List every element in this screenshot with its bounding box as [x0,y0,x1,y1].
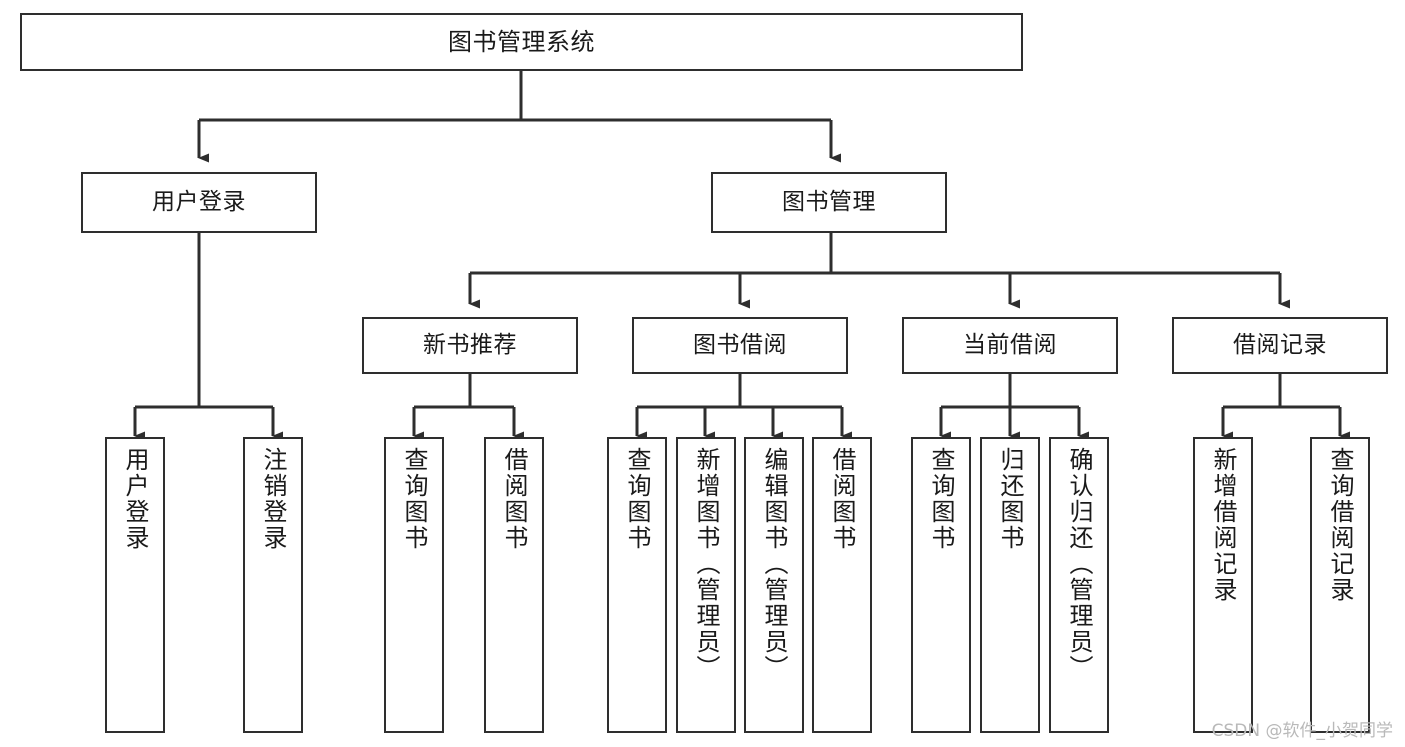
node-label: 当前借阅 [963,331,1057,358]
node-label: 查询图书 [927,447,955,551]
node-label: 借阅图书 [500,447,528,551]
node-leaf-edit-book-admin[interactable]: 编辑图书（管理员） [744,437,804,733]
node-label: 查询借阅记录 [1326,447,1354,603]
node-leaf-borrow-books-newbooks[interactable]: 借阅图书 [484,437,544,733]
node-leaf-add-book-admin[interactable]: 新增图书（管理员） [676,437,736,733]
node-label: 确认归还（管理员） [1065,447,1093,681]
node-root-book-management-system[interactable]: 图书管理系统 [20,13,1023,71]
node-label: 注销登录 [259,447,287,551]
node-current-borrow[interactable]: 当前借阅 [902,317,1118,374]
node-leaf-query-books-borrow[interactable]: 查询图书 [607,437,667,733]
node-label: 图书管理 [782,188,876,215]
node-label: 图书管理系统 [448,27,595,56]
node-label: 用户登录 [152,188,246,215]
node-book-borrow[interactable]: 图书借阅 [632,317,848,374]
node-leaf-query-books-current[interactable]: 查询图书 [911,437,971,733]
node-leaf-query-books-newbooks[interactable]: 查询图书 [384,437,444,733]
node-user-login[interactable]: 用户登录 [81,172,317,233]
node-label: 新增借阅记录 [1209,447,1237,603]
node-label: 归还图书 [996,447,1024,551]
node-label: 图书借阅 [693,331,787,358]
node-book-management[interactable]: 图书管理 [711,172,947,233]
node-leaf-borrow-books[interactable]: 借阅图书 [812,437,872,733]
node-label: 新增图书（管理员） [692,447,720,681]
node-leaf-confirm-return-admin[interactable]: 确认归还（管理员） [1049,437,1109,733]
node-leaf-user-login[interactable]: 用户登录 [105,437,165,733]
node-label: 借阅图书 [828,447,856,551]
node-borrow-records[interactable]: 借阅记录 [1172,317,1388,374]
node-new-book-recommend[interactable]: 新书推荐 [362,317,578,374]
node-label: 编辑图书（管理员） [760,447,788,681]
node-leaf-logout[interactable]: 注销登录 [243,437,303,733]
node-leaf-return-books[interactable]: 归还图书 [980,437,1040,733]
node-label: 用户登录 [121,447,149,551]
node-label: 查询图书 [400,447,428,551]
node-label: 借阅记录 [1233,331,1327,358]
node-leaf-query-borrow-record[interactable]: 查询借阅记录 [1310,437,1370,733]
node-label: 查询图书 [623,447,651,551]
node-label: 新书推荐 [423,331,517,358]
node-leaf-add-borrow-record[interactable]: 新增借阅记录 [1193,437,1253,733]
